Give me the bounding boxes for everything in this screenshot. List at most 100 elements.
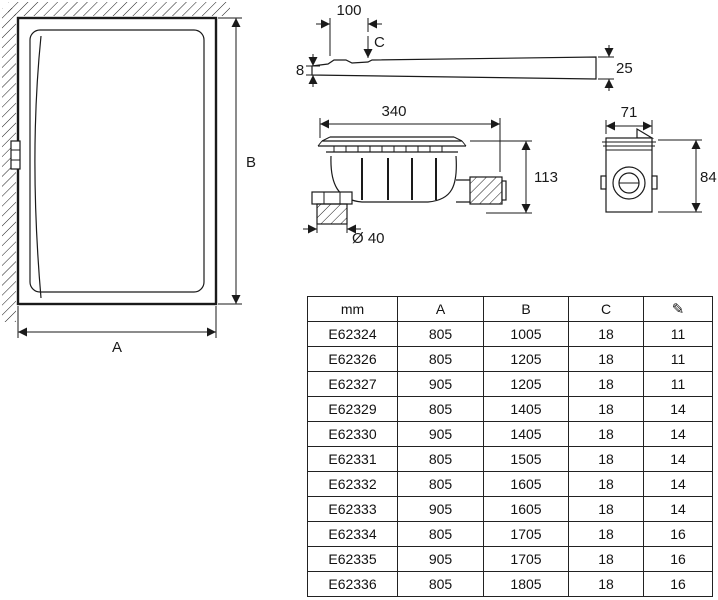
table-row: E62335 905 1705 18 16 [307,546,713,572]
cell-a: 805 [397,346,484,372]
cell-c: 18 [568,471,644,497]
cell-a: 805 [397,396,484,422]
trap-struts [361,158,437,200]
cell-reference: E62335 [307,546,398,572]
cell-weight: 11 [643,321,713,347]
dim-label-c: C [374,34,385,51]
wall-hatch-top [8,2,230,16]
dim-label-d40: Ø 40 [352,230,385,247]
cell-a: 905 [397,421,484,447]
cell-b: 1005 [483,321,569,347]
dim-label-b: B [246,154,256,171]
cell-a: 805 [397,471,484,497]
cell-weight: 14 [643,471,713,497]
cell-a: 805 [397,571,484,597]
table-row: E62334 805 1705 18 16 [307,521,713,547]
outlet-thread-horizontal [469,176,503,205]
side-view-body [605,137,653,213]
cell-c: 18 [568,446,644,472]
cell-b: 1705 [483,521,569,547]
cell-b: 1405 [483,396,569,422]
cell-weight: 16 [643,521,713,547]
dim-label-a: A [112,339,122,356]
cell-a: 805 [397,446,484,472]
cell-weight: 16 [643,571,713,597]
table-row: E62330 905 1405 18 14 [307,421,713,447]
cell-weight: 11 [643,371,713,397]
cell-weight: 14 [643,496,713,522]
pencil-icon: ✎ [671,301,685,318]
cell-reference: E62331 [307,446,398,472]
header-c: C [568,296,644,322]
cell-reference: E62330 [307,421,398,447]
waste-side-view: 71 84 [600,104,717,213]
dim-label-71: 71 [621,104,638,121]
cell-b: 1505 [483,446,569,472]
dim-label-84: 84 [700,169,717,186]
cell-a: 905 [397,546,484,572]
cell-c: 18 [568,571,644,597]
table-row: E62329 805 1405 18 14 [307,396,713,422]
header-mm: mm [307,296,398,322]
cell-c: 18 [568,546,644,572]
cell-reference: E62324 [307,321,398,347]
dim-label-340: 340 [381,103,406,120]
table-row: E62324 805 1005 18 11 [307,321,713,347]
wall-fixture [10,140,21,170]
cell-reference: E62332 [307,471,398,497]
table-row: E62332 805 1605 18 14 [307,471,713,497]
wall-hatch-left [2,8,16,322]
cell-c: 18 [568,421,644,447]
cell-reference: E62334 [307,521,398,547]
header-a: A [397,296,484,322]
table-header-row: mm A B C ✎ [307,296,713,322]
cell-a: 905 [397,371,484,397]
tray-profile-outline [311,56,597,80]
table-body: E62324 805 1005 18 11 E62326 805 1205 18… [307,321,713,597]
cell-reference: E62326 [307,346,398,372]
cell-b: 1605 [483,496,569,522]
plan-view: B A [2,2,256,356]
cell-reference: E62333 [307,496,398,522]
side-view-clip [636,127,655,139]
dim-label-113: 113 [534,169,558,186]
table-row: E62327 905 1205 18 11 [307,371,713,397]
cell-a: 905 [397,496,484,522]
grate-slots [333,146,443,152]
waste-front-view: 340 113 Ø 40 [303,103,558,247]
tray-outer-outline [16,16,218,306]
header-weight: ✎ [643,296,713,322]
table-row: E62333 905 1605 18 14 [307,496,713,522]
cell-a: 805 [397,321,484,347]
cell-c: 18 [568,371,644,397]
table-row: E62336 805 1805 18 16 [307,571,713,597]
dimensions-table: mm A B C ✎ E62324 805 1005 18 11 E62326 … [307,296,713,597]
profile-view: 100 C 8 25 [296,2,633,91]
dim-label-25: 25 [616,60,633,77]
cell-reference: E62329 [307,396,398,422]
cell-c: 18 [568,346,644,372]
cell-c: 18 [568,396,644,422]
dim-label-8: 8 [296,62,304,79]
cell-reference: E62327 [307,371,398,397]
outlet-thread-vertical [316,203,348,225]
cell-b: 1605 [483,471,569,497]
trap-body-outline [330,155,457,203]
tray-inner-outline [29,29,205,293]
cell-weight: 11 [643,346,713,372]
cell-weight: 16 [643,546,713,572]
tray-left-slope-line [34,35,42,299]
cell-b: 1205 [483,371,569,397]
cell-weight: 14 [643,421,713,447]
trap-outer-circle [612,166,646,200]
cell-b: 1405 [483,421,569,447]
cell-weight: 14 [643,446,713,472]
cell-c: 18 [568,521,644,547]
header-b: B [483,296,569,322]
cell-a: 805 [397,521,484,547]
table-row: E62331 805 1505 18 14 [307,446,713,472]
cell-b: 1705 [483,546,569,572]
cell-b: 1805 [483,571,569,597]
